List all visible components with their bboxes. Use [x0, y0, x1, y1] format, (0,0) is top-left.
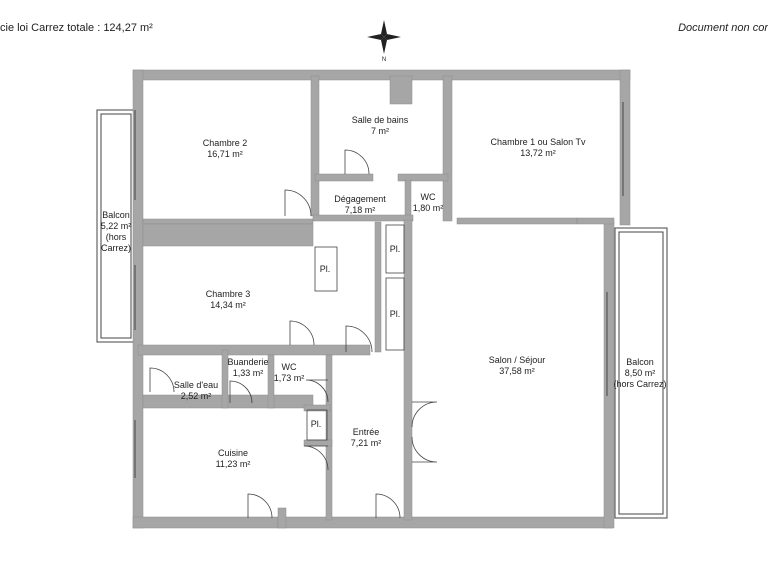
room-wc-1-name: WC	[420, 192, 436, 202]
room-balcon-right-area: 8,50 m²	[624, 368, 656, 378]
room-entree-name: Entrée	[352, 427, 380, 437]
room-degagement: Dégagement 7,18 m²	[334, 194, 386, 216]
room-chambre-3-name: Chambre 3	[205, 289, 251, 299]
closet-label-3: Pl.	[389, 309, 401, 319]
room-salle-de-bains-name: Salle de bains	[351, 115, 409, 125]
room-chambre-3: Chambre 3 14,34 m²	[206, 289, 251, 311]
room-balcon-left-name: Balcon	[102, 210, 130, 220]
room-balcon-left-note-1: (hors	[105, 232, 127, 242]
door-swings	[149, 149, 438, 519]
room-chambre-2: Chambre 2 16,71 m²	[203, 138, 248, 160]
room-chambre-1: Chambre 1 ou Salon Tv 13,72 m²	[491, 137, 586, 159]
room-entree: Entrée 7,21 m²	[351, 427, 382, 449]
room-buanderie-name: Buanderie	[227, 357, 269, 367]
disclaimer-label: Document non cor	[678, 22, 768, 34]
room-salle-d-eau-area: 2,52 m²	[180, 391, 212, 401]
room-wc-2: WC 1,73 m²	[274, 362, 305, 384]
room-salle-d-eau-name: Salle d'eau	[173, 380, 219, 390]
closets	[306, 224, 405, 441]
room-degagement-name: Dégagement	[334, 194, 386, 204]
room-wc-2-area: 1,73 m²	[273, 373, 305, 383]
room-wc-1: WC 1,80 m²	[413, 192, 444, 214]
room-salle-de-bains-area: 7 m²	[370, 126, 389, 136]
room-cuisine: Cuisine 11,23 m²	[216, 448, 251, 470]
room-cuisine-name: Cuisine	[217, 448, 249, 458]
room-salon-sejour-area: 37,58 m²	[499, 366, 535, 376]
compass-north-label: N	[382, 57, 386, 63]
room-entree-area: 7,21 m²	[350, 438, 382, 448]
room-buanderie: Buanderie 1,33 m²	[227, 357, 268, 379]
room-chambre-2-area: 16,71 m²	[207, 149, 243, 159]
closet-label-4: Pl.	[310, 419, 322, 429]
room-chambre-1-name: Chambre 1 ou Salon Tv	[490, 137, 586, 147]
balcony-right	[614, 227, 668, 519]
room-wc-1-area: 1,80 m²	[412, 203, 444, 213]
room-salle-de-bains: Salle de bains 7 m²	[352, 115, 409, 137]
room-buanderie-area: 1,33 m²	[232, 368, 264, 378]
room-balcon-left-area: 5,22 m²	[100, 221, 132, 231]
windows	[134, 102, 624, 478]
compass-icon: N	[367, 20, 401, 63]
room-salon-sejour-name: Salon / Séjour	[488, 355, 546, 365]
closet-label-2: Pl.	[389, 244, 401, 254]
room-chambre-2-name: Chambre 2	[202, 138, 248, 148]
room-balcon-right: Balcon 8,50 m² (hors Carrez)	[613, 357, 666, 390]
room-degagement-area: 7,18 m²	[344, 205, 376, 215]
total-area-label: cie loi Carrez totale : 124,27 m²	[0, 22, 153, 34]
room-balcon-left-note-2: Carrez)	[100, 243, 132, 253]
closet-label-1: Pl.	[319, 264, 331, 274]
interior-walls	[137, 75, 615, 529]
room-chambre-1-area: 13,72 m²	[520, 148, 556, 158]
room-salon-sejour: Salon / Séjour 37,58 m²	[489, 355, 546, 377]
room-cuisine-area: 11,23 m²	[215, 459, 251, 469]
room-chambre-3-area: 14,34 m²	[210, 300, 246, 310]
room-balcon-right-name: Balcon	[626, 357, 654, 367]
room-balcon-right-note: (hors Carrez)	[613, 379, 667, 389]
room-balcon-left: Balcon 5,22 m² (hors Carrez)	[101, 210, 132, 254]
outer-walls	[132, 69, 631, 529]
room-salle-d-eau: Salle d'eau 2,52 m²	[174, 380, 218, 402]
room-wc-2-name: WC	[281, 362, 297, 372]
